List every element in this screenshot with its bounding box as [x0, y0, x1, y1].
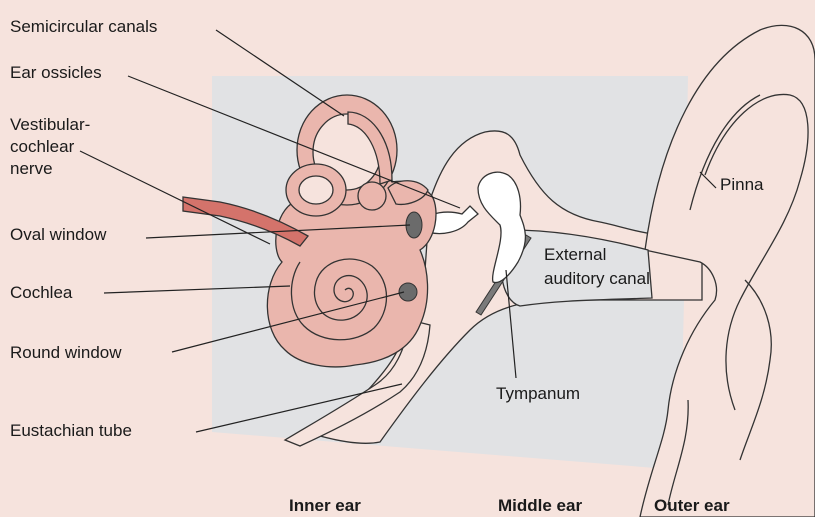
label-round-window: Round window [10, 343, 122, 362]
label-external-line1: External [544, 245, 606, 264]
label-external-line2: auditory canal [544, 269, 650, 288]
label-tympanum: Tympanum [496, 384, 580, 403]
label-cochlea: Cochlea [10, 283, 73, 302]
label-vestibular-line1: Vestibular- [10, 115, 90, 134]
label-pinna: Pinna [720, 175, 764, 194]
label-vestibular-line2: cochlear [10, 137, 75, 156]
label-vestibular-line3: nerve [10, 159, 53, 178]
region-inner-ear: Inner ear [289, 496, 361, 515]
label-semicircular-canals: Semicircular canals [10, 17, 157, 36]
region-middle-ear: Middle ear [498, 496, 582, 515]
label-eustachian-tube: Eustachian tube [10, 421, 132, 440]
region-outer-ear: Outer ear [654, 496, 730, 515]
label-oval-window: Oval window [10, 225, 107, 244]
label-ear-ossicles: Ear ossicles [10, 63, 102, 82]
